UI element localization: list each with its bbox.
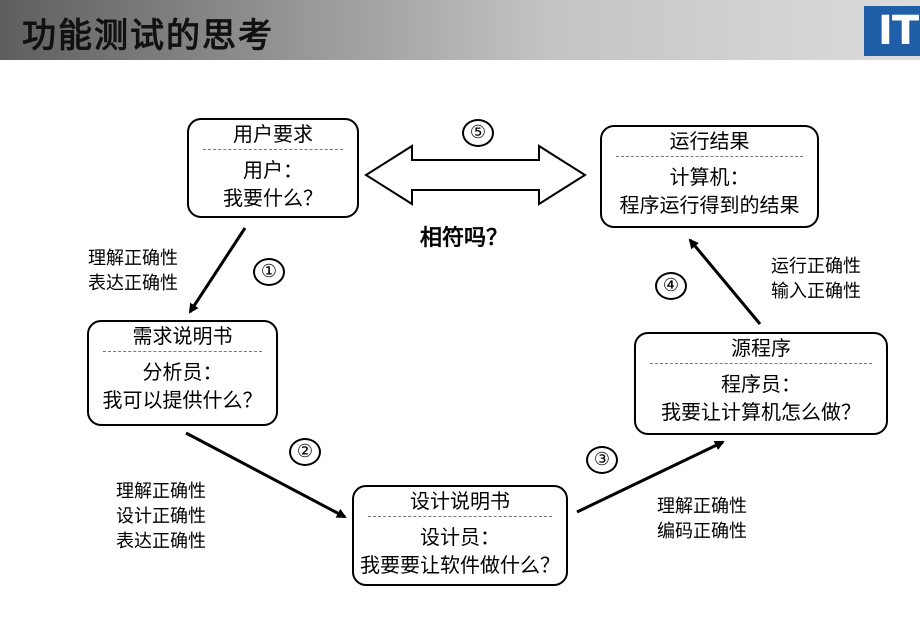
node-design-spec: 设计说明书 设计员： 我要要让软件做什么？ [352,485,568,586]
node-run-result: 运行结果 计算机： 程序运行得到的结果 [600,125,819,228]
edge-label-line: 设计正确性 [116,506,206,527]
edge-label-line: 表达正确性 [88,273,178,294]
divider [368,516,552,517]
step-number-5: ⑤ [462,119,494,147]
arrow-3 [576,440,725,514]
edge-label-line: 编码正确性 [657,521,747,542]
step-number-2: ② [289,438,321,466]
divider [203,149,343,150]
node-head: 需求说明书 [132,324,233,348]
node-line: 设计员： [420,525,500,549]
node-line: 分析员： [142,360,223,384]
step-number-3: ③ [586,446,618,474]
node-source-program: 源程序 程序员： 我要让计算机怎么做？ [634,332,888,435]
node-line: 我要让计算机怎么做？ [661,400,861,424]
slide-title: 功能测试的思考 [22,16,274,56]
node-line: 用户： [243,158,303,182]
node-line: 我可以提供什么？ [102,388,263,412]
divider [616,156,803,157]
edge-label-1: 理解正确性 表达正确性 [88,246,178,296]
node-line: 计算机： [669,165,750,189]
divider [103,351,262,352]
node-user-requirement: 用户要求 用户： 我要什么？ [187,118,359,218]
title-bar: 功能测试的思考 IT [0,0,920,60]
node-head: 源程序 [731,336,791,360]
node-line: 程序运行得到的结果 [619,193,800,217]
arrow-2 [185,431,347,519]
edge-label-line: 表达正确性 [116,531,206,552]
edge-label-line: 运行正确性 [771,256,861,277]
edge-label-4: 运行正确性 输入正确性 [771,254,861,304]
logo-text: IT [878,8,919,54]
node-line: 我要什么？ [223,186,323,210]
node-line: 程序员： [721,372,801,396]
node-head: 用户要求 [233,122,313,146]
node-requirement-spec: 需求说明书 分析员： 我可以提供什么？ [87,320,278,426]
arrow-4 [688,238,762,325]
edge-label-line: 理解正确性 [116,481,206,502]
node-head: 设计说明书 [410,489,510,513]
edge-label-line: 理解正确性 [657,496,747,517]
arrow-1 [188,227,247,314]
step-number-4: ④ [655,272,687,300]
it-logo: IT [864,6,920,56]
edge-label-2: 理解正确性 设计正确性 表达正确性 [116,479,206,554]
edge-label-line: 输入正确性 [771,281,861,302]
divider [650,363,872,364]
step-number-1: ① [253,258,285,286]
double-arrow-5 [364,144,587,206]
match-question: 相符吗？ [420,226,509,251]
node-head: 运行结果 [669,129,750,153]
edge-label-3: 理解正确性 编码正确性 [657,494,747,544]
node-line: 我要要让软件做什么？ [360,553,560,577]
edge-label-line: 理解正确性 [88,248,178,269]
